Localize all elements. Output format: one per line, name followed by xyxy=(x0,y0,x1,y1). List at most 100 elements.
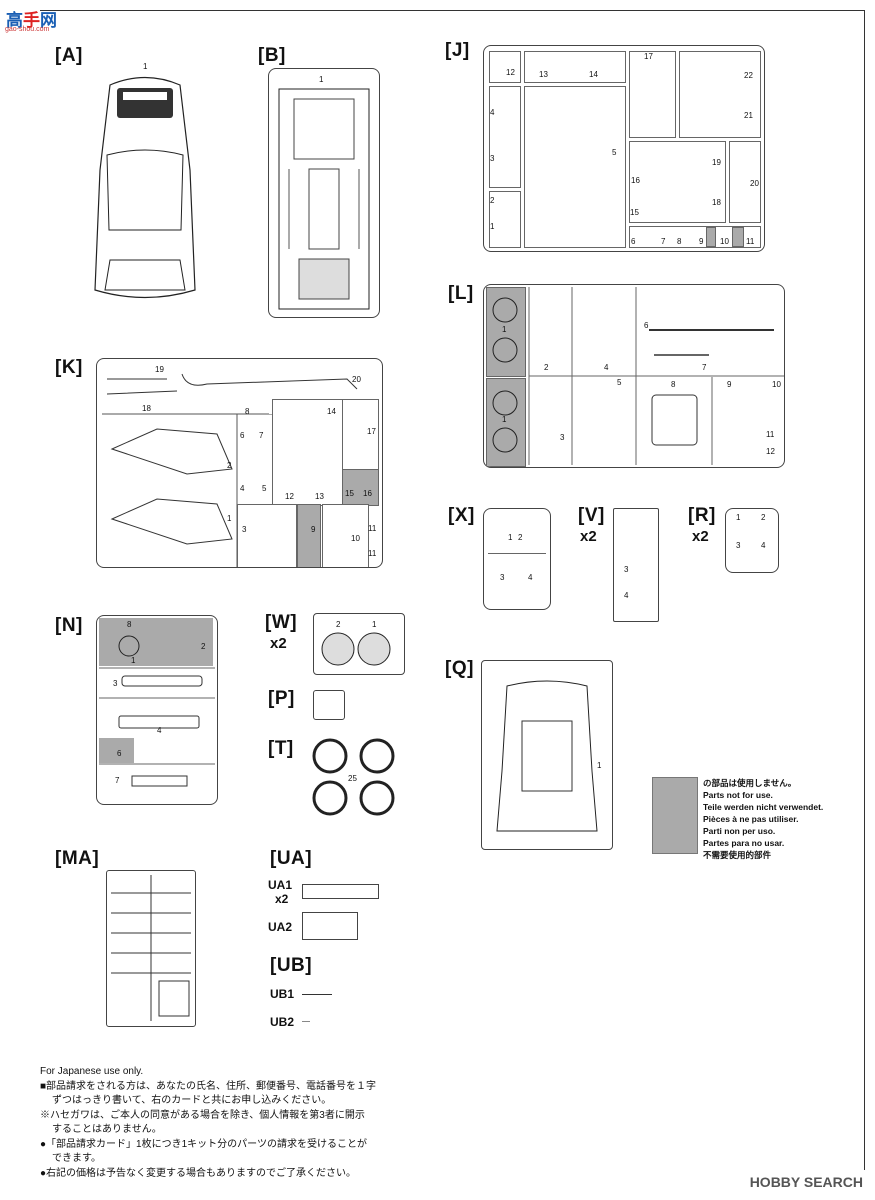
part-number: 7 xyxy=(661,237,666,246)
tires-drawing xyxy=(312,738,395,816)
part-number: 1 xyxy=(502,415,507,424)
decal-ua1 xyxy=(302,884,379,899)
part-number: 9 xyxy=(727,380,732,389)
section-label-p: [P] xyxy=(268,688,295,709)
top-border-line xyxy=(40,10,865,11)
part-cell xyxy=(524,86,626,248)
decal-ub1 xyxy=(302,994,332,995)
part-number: 4 xyxy=(604,363,609,372)
part-number: 3 xyxy=(500,573,505,582)
part-cell xyxy=(524,51,626,83)
unused-part xyxy=(297,504,321,567)
part-number: 22 xyxy=(744,71,753,80)
part-number: 10 xyxy=(351,534,360,543)
sprue-x: 1 2 3 4 xyxy=(483,508,551,610)
section-label-ua: [UA] xyxy=(270,848,313,869)
part-number: 1 xyxy=(597,761,602,770)
part-number: 4 xyxy=(157,726,162,735)
notice-fr: Pièces à ne pas utiliser. xyxy=(703,814,799,824)
unused-legend-swatch xyxy=(652,777,698,854)
divider xyxy=(488,553,546,554)
section-label-ub: [UB] xyxy=(270,955,313,976)
part-number: 10 xyxy=(772,380,781,389)
part-number: 8 xyxy=(127,620,132,629)
part-number: 21 xyxy=(744,111,753,120)
part-number: 1 xyxy=(736,513,741,522)
wheels-drawing xyxy=(321,632,391,666)
part-number: 17 xyxy=(644,52,653,61)
part-number: 20 xyxy=(750,179,759,188)
section-label-q: [Q] xyxy=(445,658,474,679)
part-cell xyxy=(629,141,726,223)
sprue-l: 1 2 4 6 7 1 5 8 9 10 3 11 12 xyxy=(483,284,785,468)
part-cell xyxy=(237,504,297,567)
part-number: 3 xyxy=(113,679,118,688)
ub2-label: UB2 xyxy=(270,1015,295,1029)
suspension-drawing xyxy=(492,287,784,465)
part-number: 2 xyxy=(490,196,495,205)
part-number: 1 xyxy=(372,620,377,629)
part-number: 14 xyxy=(327,407,336,416)
footer-line: For Japanese use only. xyxy=(40,1066,144,1077)
part-number: 4 xyxy=(761,541,766,550)
multiplier-v: x2 xyxy=(580,528,597,545)
part-number: 3 xyxy=(624,565,629,574)
sprue-k: 19 20 18 8 14 6 7 17 2 4 5 12 13 15 16 1… xyxy=(96,358,383,568)
part-number: 6 xyxy=(240,431,245,440)
part-number: 4 xyxy=(240,484,245,493)
ub1-label: UB1 xyxy=(270,987,295,1001)
part-number: 3 xyxy=(490,154,495,163)
sprue-b: 1 xyxy=(268,68,380,318)
part-number: 6 xyxy=(631,237,636,246)
decal-ub2 xyxy=(302,1021,310,1022)
part-number: 8 xyxy=(677,237,682,246)
section-label-l: [L] xyxy=(448,283,474,304)
part-number: 16 xyxy=(631,176,640,185)
part-number: 11 xyxy=(368,549,377,558)
unused-part xyxy=(706,227,716,247)
part-number: 25 xyxy=(348,774,357,783)
part-number: 16 xyxy=(363,489,372,498)
part-number: 7 xyxy=(259,431,264,440)
part-number: 8 xyxy=(245,407,250,416)
part-number: 2 xyxy=(201,642,206,651)
part-number: 19 xyxy=(712,158,721,167)
part-number: 4 xyxy=(528,573,533,582)
section-label-r: [R] xyxy=(688,505,716,526)
chassis-drawing xyxy=(278,88,370,310)
part-cell xyxy=(629,226,761,248)
section-label-t: [T] xyxy=(268,738,294,759)
sprue-ma xyxy=(106,870,196,1027)
part-number: 13 xyxy=(315,492,324,501)
part-number: 20 xyxy=(352,375,361,384)
unused-part xyxy=(342,469,379,506)
footer-line: ずつはっきり書いて、右のカードと共にお申し込みください。 xyxy=(52,1095,332,1106)
part-number: 1 xyxy=(143,62,148,71)
part-number: 2 xyxy=(227,461,232,470)
part-number: 2 xyxy=(544,363,549,372)
notice-es: Partes para no usar. xyxy=(703,838,785,848)
part-number: 12 xyxy=(766,447,775,456)
part-number: 19 xyxy=(155,365,164,374)
part-number: 9 xyxy=(699,237,704,246)
sprue-n: 8 2 1 3 4 6 7 xyxy=(96,615,218,805)
part-number: 11 xyxy=(766,430,775,439)
part-number: 3 xyxy=(736,541,741,550)
part-cell xyxy=(679,51,761,138)
section-label-a: [A] xyxy=(55,45,83,66)
part-number: 1 xyxy=(131,656,136,665)
logo-text: 高手网 xyxy=(6,11,57,30)
part-number: 12 xyxy=(285,492,294,501)
decal-ua2 xyxy=(302,912,358,940)
sprue-q: 1 xyxy=(481,660,613,850)
ua2-label: UA2 xyxy=(268,920,293,934)
part-number: 7 xyxy=(702,363,707,372)
unused-legend: の部品は使用しません。 Parts not for use. Teile wer… xyxy=(703,777,823,861)
notice-en: Parts not for use. xyxy=(703,790,773,800)
part-number: 2 xyxy=(336,620,341,629)
part-number: 4 xyxy=(624,591,629,600)
part-cell xyxy=(489,86,521,188)
notice-ja: の部品は使用しません。 xyxy=(703,778,797,788)
section-label-n: [N] xyxy=(55,615,83,636)
photo-etch-drawing xyxy=(111,875,191,1021)
